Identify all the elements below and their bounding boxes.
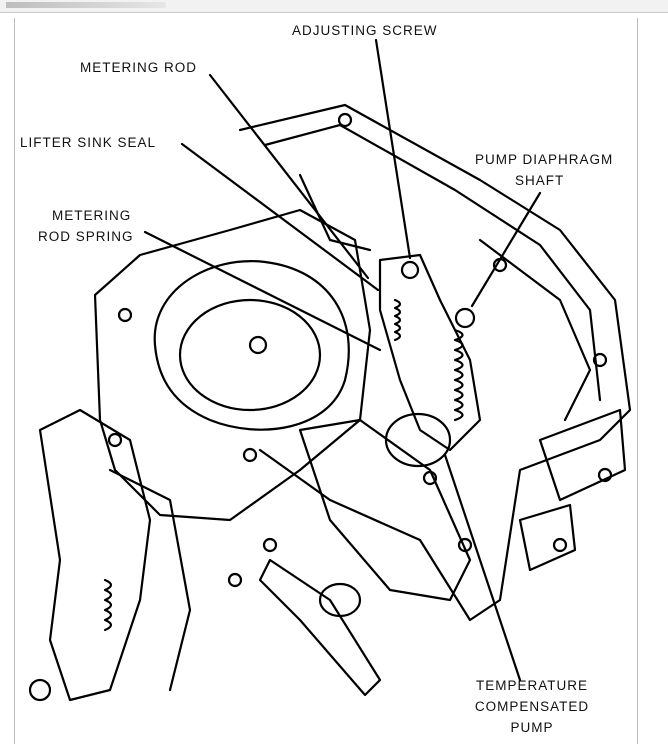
- linkage-ball: [28, 678, 52, 702]
- label-adjusting-screw: ADJUSTING SCREW: [292, 23, 438, 38]
- screw-hole: [552, 537, 568, 553]
- screw-hole: [597, 467, 613, 483]
- screw-hole: [422, 470, 438, 486]
- right-flange: [538, 408, 627, 502]
- pump-shaft-top: [454, 307, 476, 329]
- base-port: [318, 582, 362, 618]
- metering-rod-spring-coil: [393, 298, 402, 342]
- label-metering-rod: METERING ROD: [80, 60, 198, 75]
- figure-frame: [14, 18, 638, 744]
- leader-lifter-sink-seal: [180, 142, 380, 292]
- screw-hole: [262, 537, 278, 553]
- leader-adjusting-screw: [374, 38, 412, 260]
- adjusting-screw-head: [400, 260, 420, 280]
- pump-arm: [378, 253, 482, 452]
- bore-inner-ring: [178, 298, 322, 412]
- screw-hole: [337, 112, 353, 128]
- bowl-floor: [298, 173, 372, 252]
- viewer-top-bar: [0, 0, 668, 13]
- metering-rod-jet: [248, 335, 268, 355]
- viewer-title-strip: [6, 2, 166, 8]
- label-temperature-compensated-pump-line3: PUMP: [510, 720, 554, 735]
- carburetor-body-outline: [93, 208, 372, 522]
- label-pump-diaphragm-shaft-line1: PUMP DIAPHRAGM: [475, 152, 614, 167]
- label-pump-diaphragm-shaft-line2: SHAFT: [515, 173, 565, 188]
- screw-hole: [227, 572, 243, 588]
- label-metering-rod-spring-line1: METERING: [52, 208, 132, 223]
- bowl-rear-wall: [478, 238, 592, 422]
- pump-diaphragm-body: [384, 412, 452, 468]
- label-lifter-sink-seal: LIFTER SINK SEAL: [20, 135, 157, 150]
- label-metering-rod-spring-line2: ROD SPRING: [38, 229, 134, 244]
- leader-pump-diaphragm-shaft: [470, 191, 542, 308]
- right-boss: [518, 503, 577, 572]
- screw-hole: [242, 447, 258, 463]
- linkage-spring: [103, 578, 113, 632]
- label-temperature-compensated-pump-line1: TEMPERATURE: [475, 678, 588, 693]
- pump-spring: [453, 328, 464, 422]
- linkage-lever: [108, 468, 192, 692]
- screw-hole: [117, 307, 133, 323]
- bowl-cover-inner-wall: [263, 123, 602, 402]
- pump-lower-housing: [298, 418, 472, 602]
- throttle-linkage: [38, 408, 152, 702]
- leader-metering-rod-spring: [143, 230, 382, 352]
- lower-shaft: [258, 558, 382, 697]
- throttle-bore-opening: [153, 260, 350, 431]
- leader-temperature-compensated-pump: [443, 453, 522, 682]
- screw-hole: [457, 537, 473, 553]
- screw-hole: [592, 352, 608, 368]
- leader-metering-rod: [208, 73, 370, 280]
- label-temperature-compensated-pump-line2: COMPENSATED: [474, 699, 590, 714]
- screw-hole: [107, 432, 123, 448]
- bowl-cover-outline: [238, 103, 632, 622]
